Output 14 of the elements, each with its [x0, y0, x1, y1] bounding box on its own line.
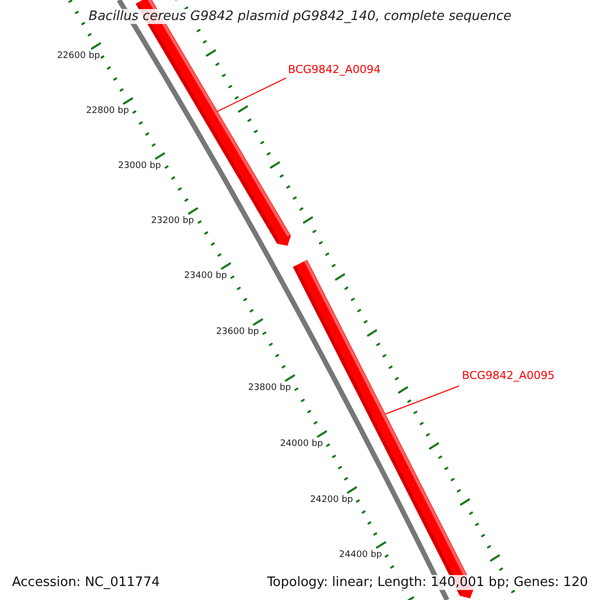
tick-label: 24400 bp [339, 550, 382, 560]
tick-label: 24200 bp [310, 495, 353, 505]
tick-label: 22600 bp [57, 51, 100, 61]
gene-label: BCG9842_A0094 [288, 63, 381, 76]
footer-text: Accession: NC_011774 [10, 575, 162, 590]
tick-label: 23000 bp [118, 161, 161, 171]
gene-label: BCG9842_A0095 [462, 369, 555, 382]
leader-line [216, 78, 286, 112]
tick-label: 23200 bp [151, 216, 194, 226]
tick-label: 23400 bp [184, 271, 227, 281]
leader-line [385, 386, 460, 414]
footer-text: Topology: linear; Length: 140,001 bp; Genes: 120 [265, 575, 590, 590]
tick-label: 24000 bp [280, 439, 323, 449]
tick-label: 23600 bp [216, 327, 259, 337]
